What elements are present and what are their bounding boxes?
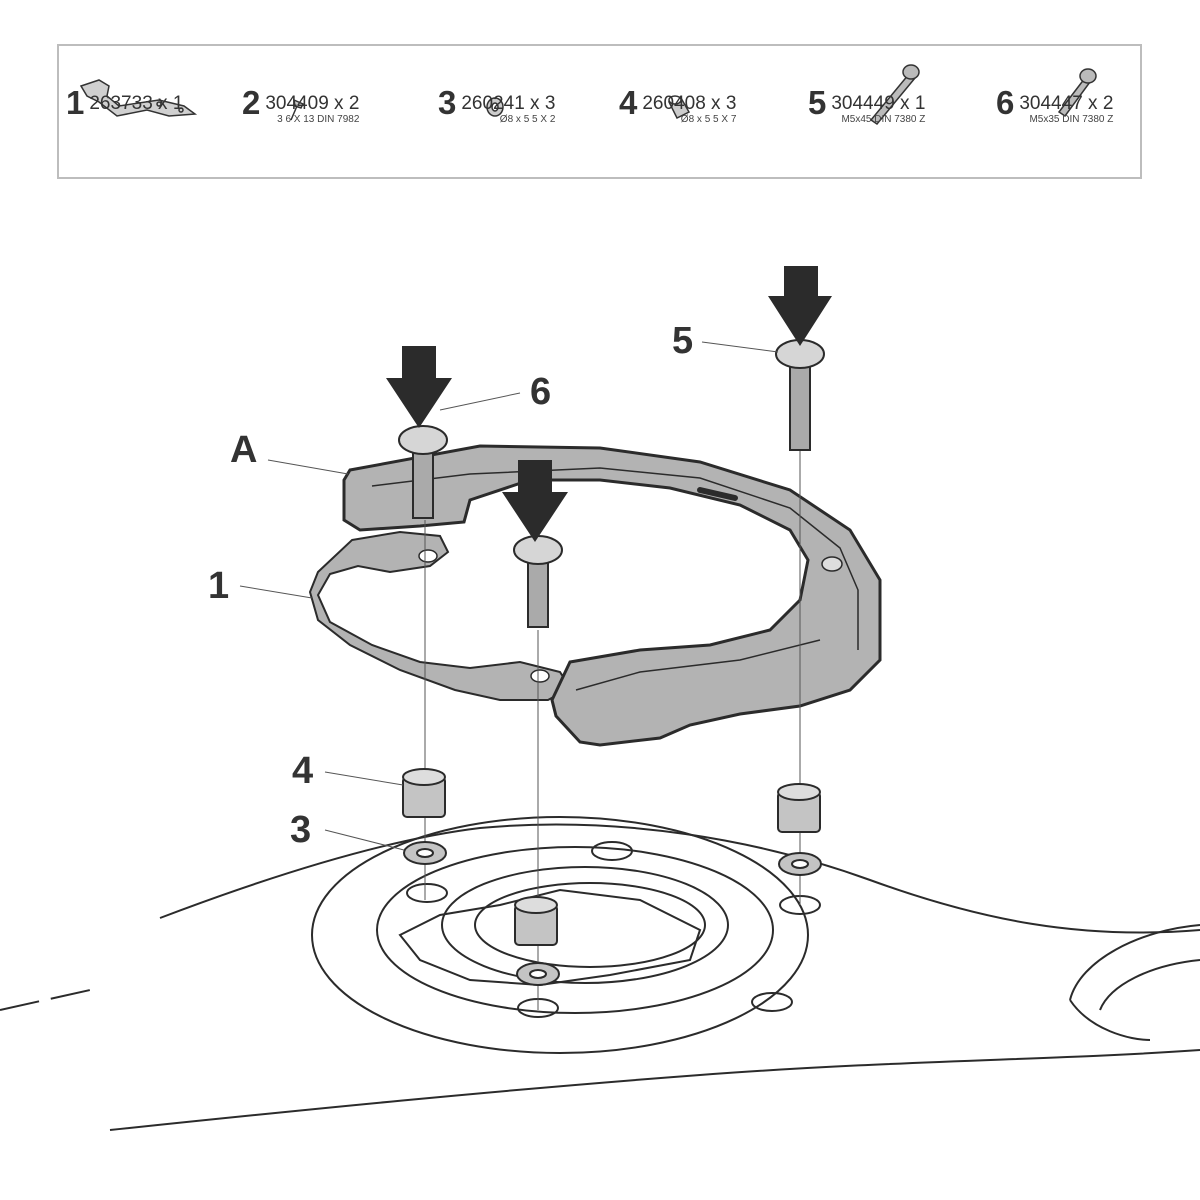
spacers-and-washers bbox=[402, 768, 822, 986]
bracket-hole bbox=[530, 669, 550, 683]
tank-ring-a bbox=[342, 444, 882, 747]
part-code: 304449 x 1 bbox=[831, 93, 926, 114]
part-item-1: 1 263733 x 1 bbox=[66, 86, 183, 120]
callout-1: 1 bbox=[208, 565, 229, 607]
part-1-bracket-icon bbox=[79, 79, 198, 117]
part-code: 260241 x 3 bbox=[461, 93, 556, 114]
callout-a: A bbox=[230, 429, 257, 471]
bolt-5 bbox=[775, 339, 825, 451]
callout-5: 5 bbox=[672, 320, 693, 362]
part-3-washer-icon bbox=[486, 97, 504, 117]
part-number: 3 bbox=[438, 84, 457, 121]
part-2-screw-icon bbox=[290, 98, 305, 121]
part-code: 260408 x 3 bbox=[642, 93, 737, 114]
part-spec: M5x35 DIN 7380 Z bbox=[1029, 114, 1114, 125]
fuel-tank-outline bbox=[0, 816, 1200, 1131]
part-spec: Ø8 x 5 5 X 7 bbox=[680, 114, 737, 125]
down-arrow-icon bbox=[502, 460, 568, 542]
part-code: 304409 x 2 bbox=[265, 93, 360, 114]
ring-slot bbox=[821, 556, 843, 572]
ring-slot bbox=[697, 487, 738, 501]
part-spec: M5x45 DIN 7380 Z bbox=[841, 114, 926, 125]
parts-list-box bbox=[57, 44, 1142, 179]
down-arrow-icon bbox=[768, 266, 832, 346]
part-number: 1 bbox=[66, 84, 85, 121]
callout-6: 6 bbox=[530, 371, 551, 413]
ring-inner-edge bbox=[371, 467, 859, 691]
part-number: 2 bbox=[242, 84, 261, 121]
leader-lines bbox=[239, 341, 779, 851]
down-arrow-icon bbox=[386, 346, 452, 428]
part-6-bolt-icon bbox=[1057, 68, 1097, 118]
parts-icons bbox=[79, 64, 1097, 125]
part-number: 6 bbox=[996, 84, 1015, 121]
part-code: 263733 x 1 bbox=[89, 93, 184, 114]
bracket-plate bbox=[308, 530, 572, 701]
down-arrows bbox=[386, 266, 832, 542]
bolt-6-center bbox=[513, 535, 563, 628]
callout-4: 4 bbox=[292, 750, 313, 792]
part-spec: Ø8 x 5 5 X 2 bbox=[499, 114, 556, 125]
bracket-hole bbox=[418, 549, 438, 563]
part-spec: 3 6 X 13 DIN 7982 bbox=[277, 114, 360, 125]
part-number: 4 bbox=[619, 84, 638, 121]
bolt-6-left bbox=[398, 425, 448, 519]
part-code: 304447 x 2 bbox=[1019, 93, 1114, 114]
part-5-bolt-icon bbox=[869, 64, 920, 125]
part-number: 5 bbox=[808, 84, 827, 121]
callout-3: 3 bbox=[290, 809, 311, 851]
part-4-spacer-icon bbox=[667, 95, 691, 120]
